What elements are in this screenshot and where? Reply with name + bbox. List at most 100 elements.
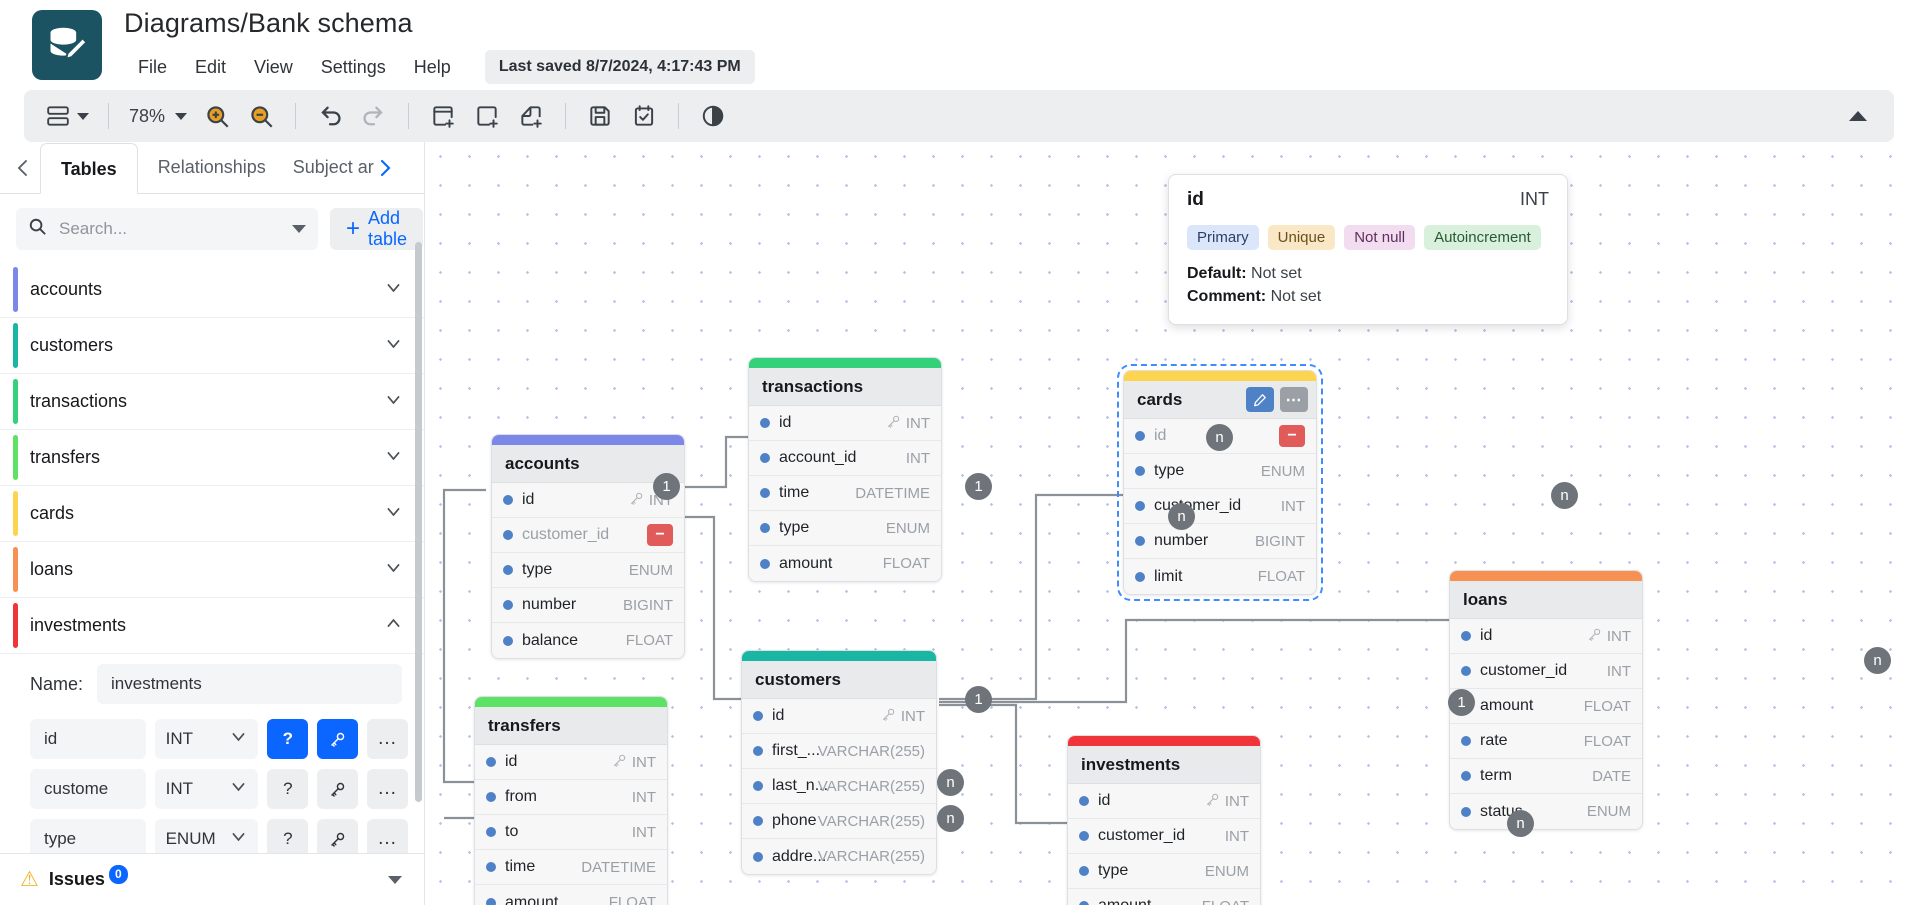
contrast-icon[interactable] [691, 97, 735, 135]
chevron-down-icon[interactable] [385, 559, 402, 581]
field-more-button[interactable]: ... [367, 719, 408, 759]
menu-edit[interactable]: Edit [195, 56, 227, 77]
add-table-button[interactable]: + Add table [330, 208, 424, 250]
field-type-select[interactable]: INT [154, 719, 259, 759]
field-more-button[interactable]: ... [367, 819, 408, 853]
layout-rows-icon[interactable] [38, 97, 96, 135]
zoom-in-icon[interactable] [195, 97, 239, 135]
chevron-left-icon[interactable] [6, 143, 40, 193]
zoom-out-icon[interactable] [239, 97, 283, 135]
diagram-field-row[interactable]: first_...VARCHAR(255) [742, 734, 936, 769]
remove-field-badge[interactable]: − [1279, 425, 1305, 447]
issues-bar[interactable]: ⚠ Issues 0 [0, 853, 424, 905]
field-type-select[interactable]: ENUM [154, 819, 259, 853]
field-key-toggle[interactable] [317, 719, 359, 759]
menu-view[interactable]: View [254, 56, 293, 77]
commit-icon[interactable] [622, 97, 666, 135]
chevron-down-icon[interactable] [385, 279, 402, 301]
diagram-field-row[interactable]: addre...VARCHAR(255) [742, 839, 936, 874]
chevron-down-icon[interactable] [292, 225, 306, 233]
sidebar-table-item-accounts[interactable]: accounts [0, 262, 424, 318]
table-header[interactable]: transactions [749, 368, 941, 406]
field-name-input[interactable]: id [30, 719, 146, 759]
field-key-toggle[interactable] [317, 819, 359, 853]
sidebar-table-item-transfers[interactable]: transfers [0, 430, 424, 486]
table-header[interactable]: accounts [492, 445, 684, 483]
sidebar-table-item-loans[interactable]: loans [0, 542, 424, 598]
chevron-up-icon[interactable] [385, 615, 402, 637]
menu-settings[interactable]: Settings [320, 56, 386, 77]
table-header[interactable]: cards⋯ [1124, 381, 1316, 419]
menu-help[interactable]: Help [413, 56, 451, 77]
save-icon[interactable] [578, 97, 622, 135]
field-nullable-toggle[interactable]: ? [267, 769, 309, 809]
table-card[interactable]: investmentsidINTcustomer_idINTtypeENUMam… [1067, 735, 1261, 905]
table-header[interactable]: customers [742, 661, 936, 699]
chevron-right-icon[interactable] [368, 143, 402, 193]
chevron-down-icon[interactable] [385, 447, 402, 469]
table-name-input[interactable]: investments [97, 664, 402, 704]
add-area-icon[interactable] [465, 97, 509, 135]
field-nullable-toggle[interactable]: ? [267, 719, 309, 759]
edit-icon[interactable] [1246, 387, 1274, 412]
chevron-down-icon[interactable] [388, 875, 402, 884]
field-nullable-toggle[interactable]: ? [267, 819, 309, 853]
diagram-field-row[interactable]: customer_id− [492, 518, 684, 553]
field-name-input[interactable]: type [30, 819, 146, 853]
sidebar-table-item-transactions[interactable]: transactions [0, 374, 424, 430]
tab-subject-areas[interactable]: Subject ar [292, 157, 374, 177]
chevron-down-icon[interactable] [385, 335, 402, 357]
tab-relationships[interactable]: Relationships [157, 157, 266, 177]
zoom-level-select[interactable]: 78% [121, 97, 195, 135]
field-key-toggle[interactable] [317, 769, 359, 809]
table-header[interactable]: transfers [475, 707, 667, 745]
remove-field-badge[interactable]: − [647, 524, 673, 546]
tab-tables[interactable]: Tables [40, 143, 138, 194]
chevron-up-icon[interactable] [1836, 97, 1880, 135]
field-more-button[interactable]: ... [367, 769, 408, 809]
more-icon[interactable]: ⋯ [1280, 387, 1308, 412]
search-box[interactable] [16, 208, 318, 250]
undo-icon[interactable] [308, 97, 352, 135]
chevron-down-icon[interactable] [385, 391, 402, 413]
field-type-select[interactable]: INT [154, 769, 259, 809]
chevron-down-icon[interactable] [385, 503, 402, 525]
sidebar-table-item-investments[interactable]: investments [0, 598, 424, 654]
add-table-icon[interactable] [421, 97, 465, 135]
